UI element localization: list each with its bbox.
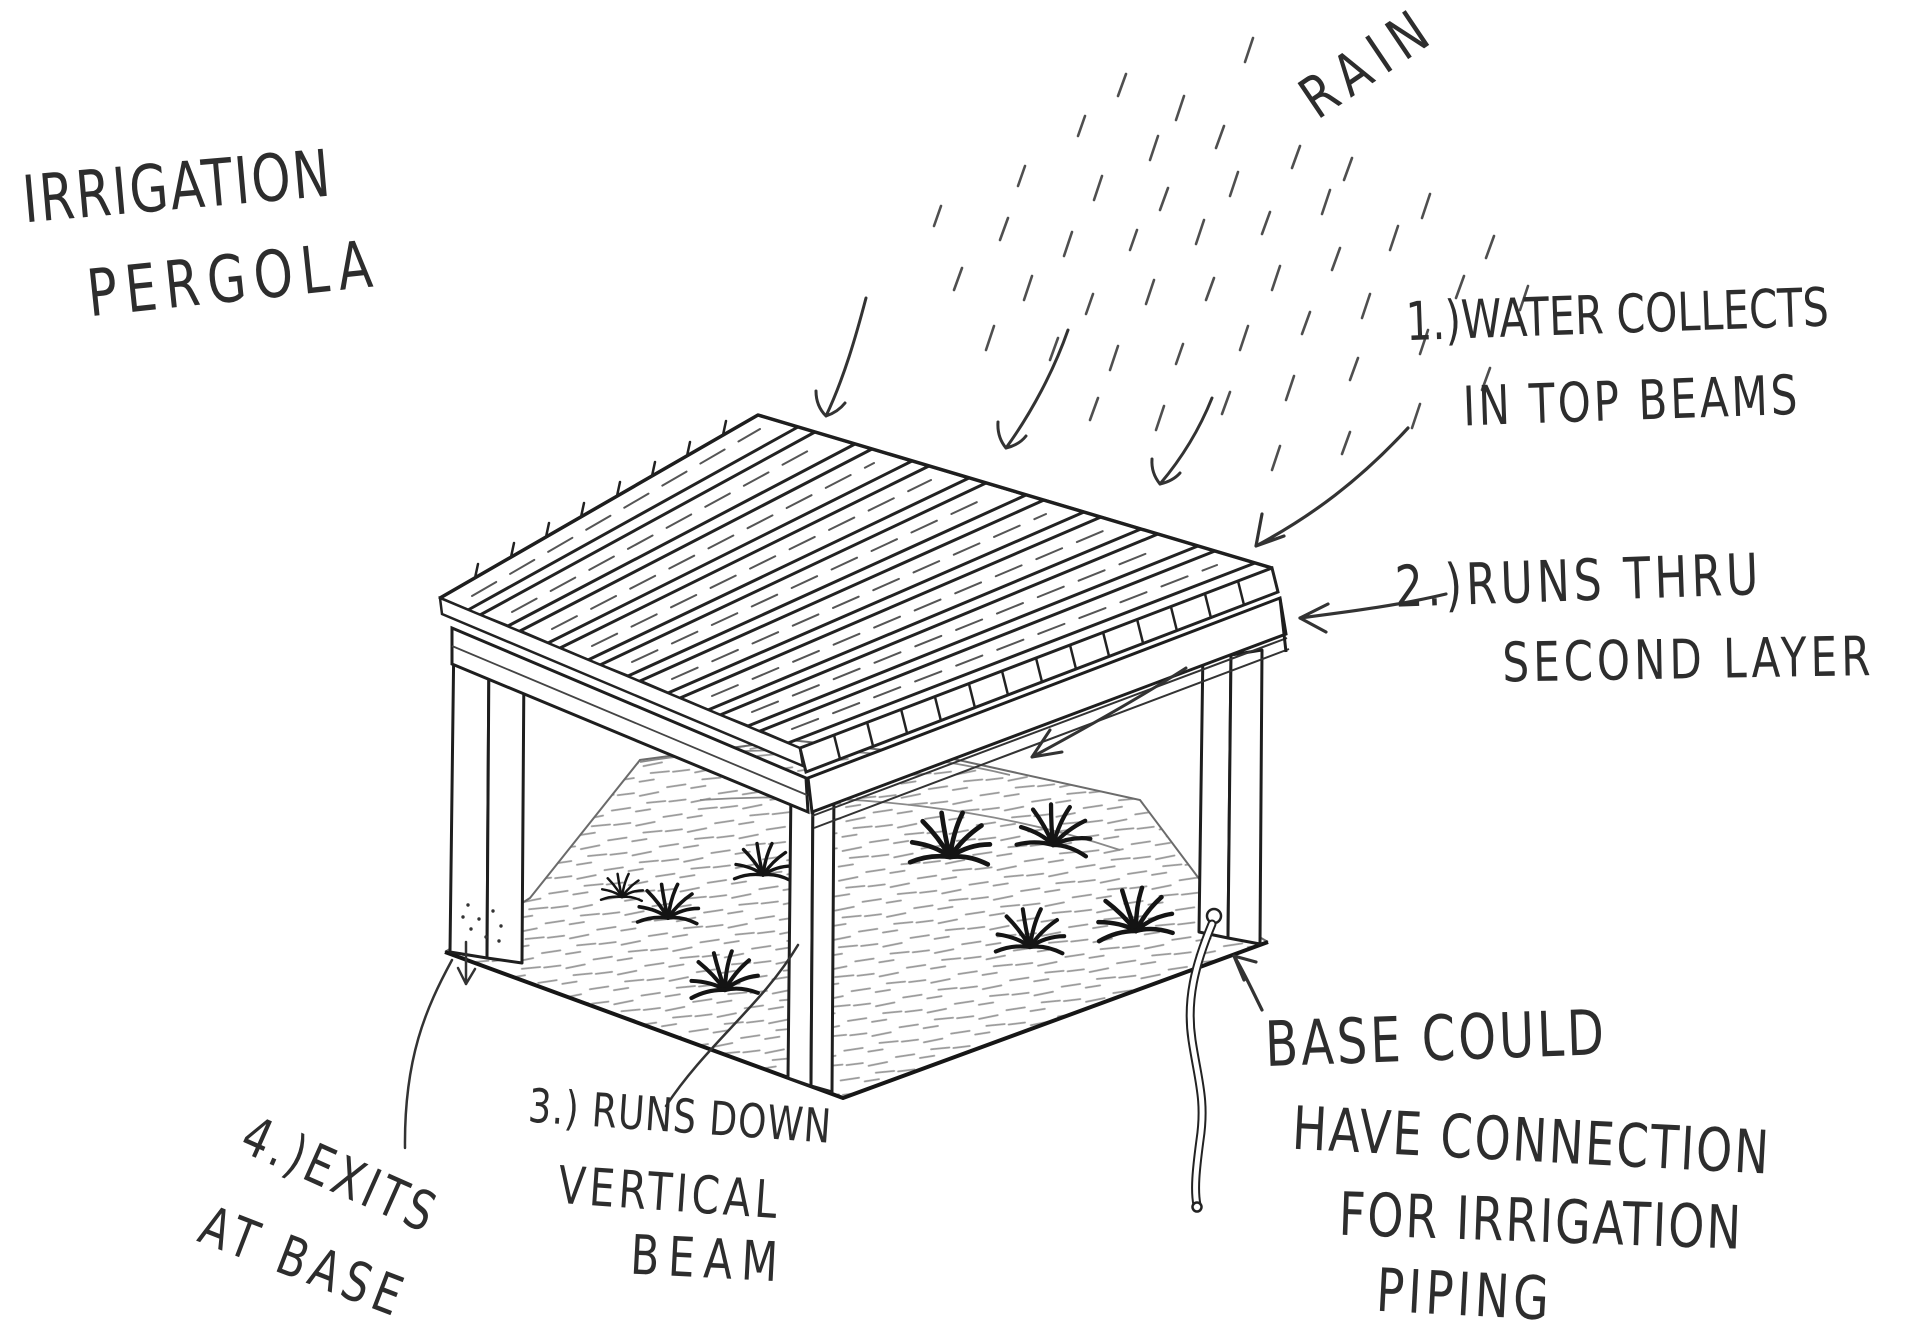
roof-slats xyxy=(438,413,1257,745)
post-center xyxy=(786,783,836,1094)
header-beam-right xyxy=(806,595,1290,829)
rain-arrow xyxy=(814,296,868,418)
slat-end-ticks xyxy=(473,419,728,580)
roof-fascia xyxy=(798,565,1280,775)
base-connection-note-line4: PIPING xyxy=(1374,1254,1555,1330)
rain-arrows xyxy=(814,296,1214,486)
ground xyxy=(444,738,1269,1100)
base-connection-note-line3: FOR IRRIGATION xyxy=(1337,1178,1745,1264)
post-left xyxy=(448,628,526,965)
annotation-2: 2.)RUNS THRU xyxy=(1393,541,1764,622)
leader-arrow-2 xyxy=(1298,592,1448,634)
base-connection-note: BASE COULD xyxy=(1263,996,1609,1082)
post-right xyxy=(1197,646,1264,946)
base-connection-arrow xyxy=(1232,954,1264,1012)
leaders xyxy=(403,426,1448,1150)
rain-dashes xyxy=(932,36,1530,472)
annotation-1-line2: IN TOP BEAMS xyxy=(1461,363,1802,439)
wood-grain xyxy=(471,428,1218,730)
rain-arrow xyxy=(1150,396,1214,486)
header-beam-left xyxy=(450,625,810,815)
roof xyxy=(438,413,1290,829)
stipple-dots xyxy=(461,903,503,943)
annotation-3-line2: VERTICAL xyxy=(556,1156,784,1232)
drain-pipe xyxy=(1185,907,1223,1213)
leader-line-3 xyxy=(664,943,800,1108)
beam-corner-edge xyxy=(1278,597,1288,653)
annotation-2-line2: SECOND LAYER xyxy=(1501,624,1875,695)
leader-line-4 xyxy=(403,958,454,1150)
leader-arrow-1 xyxy=(1254,426,1410,548)
annotation-1: 1.)WATER COLLECTS xyxy=(1404,276,1830,354)
exit-arrow xyxy=(456,940,477,986)
annotation-3-line3: BEAM xyxy=(628,1222,789,1295)
water-flow-arrow xyxy=(1030,666,1188,759)
rain-arrow xyxy=(996,328,1070,450)
posts xyxy=(448,628,1264,1094)
pipe-end xyxy=(1191,1201,1203,1213)
